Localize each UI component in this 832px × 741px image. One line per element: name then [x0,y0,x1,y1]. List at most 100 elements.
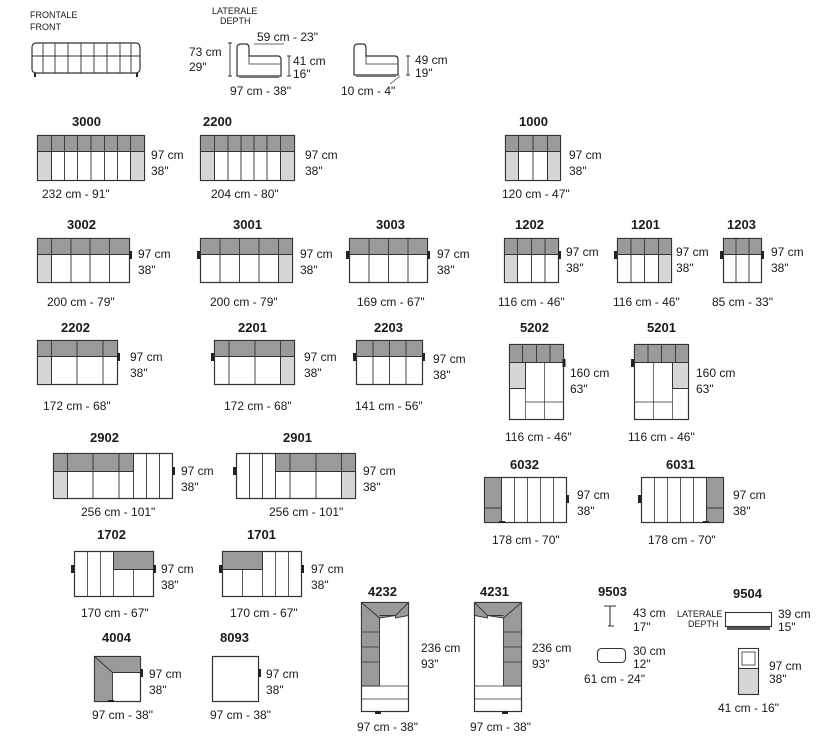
module-depth-cm: 97 cm [433,352,466,366]
module-depth-in: 38" [771,261,789,275]
module-drawing-3001 [197,237,294,284]
module-height-cm: 43 cm [633,606,666,620]
module-code: 1701 [247,527,276,542]
module-drawing-2200 [199,134,296,182]
module-depth-cm: 236 cm [421,641,461,655]
module-depth-cm: 97 cm [138,247,171,261]
module-drawing-9503-side [602,604,622,628]
module-depth-in: 38" [300,263,318,277]
side-seat-in: 16" [293,67,311,81]
module-depth-cm: 97 cm [305,148,338,162]
module-width: 204 cm - 80" [211,187,279,201]
module-depth-cm: 97 cm [161,562,194,576]
module-depth-in: 63" [696,382,714,396]
module-depth-cm: 97 cm [311,562,344,576]
module-drawing-4004 [93,655,146,703]
module-code: 4004 [102,630,131,645]
module-height-in: 15" [778,620,796,634]
module-width: 41 cm - 16" [718,701,779,715]
module-depth-in: 38" [161,578,179,592]
module-width: 116 cm - 46" [613,295,680,309]
module-width: 172 cm - 68" [43,399,111,413]
module-code: 1202 [515,217,544,232]
module-depth-in: 63" [570,382,588,396]
module-drawing-9504-side [724,611,774,633]
side-depth: 97 cm - 38" [230,84,291,98]
module-width: 178 cm - 70" [492,533,560,547]
module-width: 97 cm - 38" [357,720,418,734]
module-width: 170 cm - 67" [230,606,298,620]
front-label-en: FRONT [30,22,61,32]
module-depth-in: 38" [363,480,381,494]
module-drawing-2902 [52,452,177,500]
module-depth-in: 38" [577,504,595,518]
module-width: 170 cm - 67" [81,606,149,620]
module-drawing-2901 [233,452,357,500]
module-drawing-9504-top [736,647,762,696]
module-depth-in: 38" [433,368,451,382]
module-code: 2902 [90,430,119,445]
module-depth-cm: 97 cm [566,245,599,259]
module-depth-in: 38" [569,164,587,178]
module-code: 8093 [220,630,249,645]
side-top-dim: 59 cm - 23" [257,30,318,44]
side-height-in: 29" [189,60,207,74]
module-depth-cm: 30 cm [633,644,666,658]
module-code: 2201 [238,320,267,335]
module-drawing-6031 [638,476,725,524]
module-depth-cm: 97 cm [266,667,299,681]
module-drawing-1203 [720,237,766,284]
module-drawing-6032 [483,476,570,524]
front-label: FRONTALE [30,10,78,20]
front-view-drawing [30,42,142,78]
module-depth-in: 38" [266,683,284,697]
module-code: 4232 [368,584,397,599]
module-depth-in: 38" [437,263,455,277]
module-width: 256 cm - 101" [269,505,344,519]
module-code: 1203 [727,217,756,232]
module-code: 2202 [61,320,90,335]
module-width: 61 cm - 24" [584,672,645,686]
module-code: 6032 [510,457,539,472]
module-code: 3000 [72,114,101,129]
side-height-cm: 73 cm [189,45,222,59]
module-height-in: 17" [633,620,651,634]
module-width: 97 cm - 38" [92,708,153,722]
module-code: 2203 [374,320,403,335]
module-depth-cm: 97 cm [733,488,766,502]
module-depth-in: 38" [311,578,329,592]
module-height-cm: 39 cm [778,607,811,621]
side2-leg-dim: 10 cm - 4" [341,84,396,98]
module-depth-in: 38" [130,366,148,380]
module-depth-cm: 160 cm [570,366,610,380]
module-width: 232 cm - 91" [42,187,110,201]
module-drawing-1202 [503,237,563,284]
module-depth-in: 38" [733,504,751,518]
module-width: 85 cm - 33" [712,295,773,309]
module-code: 5202 [520,320,549,335]
module-width: 200 cm - 79" [210,295,278,309]
side-label-en: DEPTH [688,619,719,629]
module-width: 172 cm - 68" [224,399,292,413]
module-drawing-5201 [631,343,690,421]
module-depth-in: 38" [769,672,787,686]
module-width: 178 cm - 70" [648,533,716,547]
module-drawing-3003 [346,237,431,284]
module-depth-cm: 97 cm [437,247,470,261]
module-depth-cm: 160 cm [696,366,736,380]
module-depth-cm: 97 cm [769,659,802,673]
module-code: 1000 [519,114,548,129]
module-depth-cm: 97 cm [363,464,396,478]
module-depth-in: 93" [532,657,550,671]
side-label: LATERALE [677,609,723,619]
module-depth-in: 38" [566,261,584,275]
module-code: 4231 [480,584,509,599]
module-drawing-5202 [508,343,566,421]
module-drawing-2201 [211,339,296,386]
side2-back-cm: 49 cm [415,53,448,67]
module-width: 116 cm - 46" [498,295,565,309]
module-code: 3002 [67,217,96,232]
module-depth-in: 38" [304,366,322,380]
module-drawing-4231 [472,601,524,716]
module-drawing-2203 [353,339,427,386]
